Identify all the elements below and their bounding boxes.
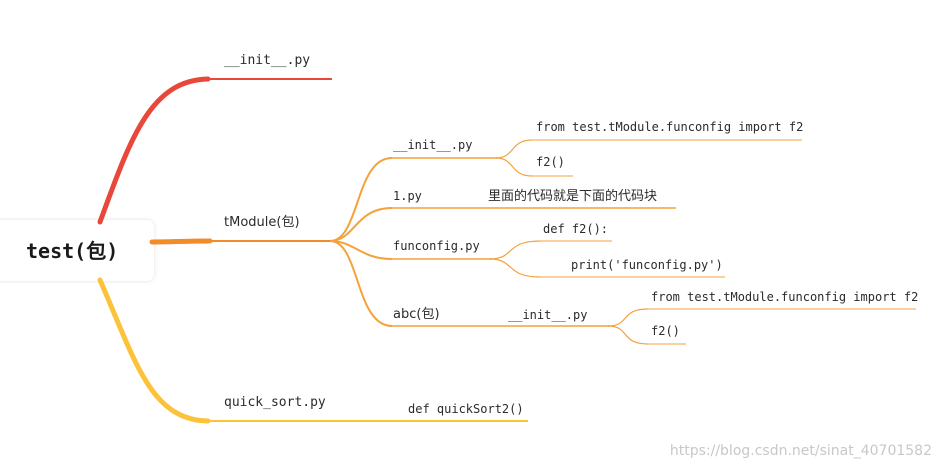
- leaf-connector-init-line2: [495, 157, 533, 177]
- leaf-label-quicksort[interactable]: def quickSort2(): [408, 402, 524, 416]
- leaf-connector-funconfig-line2: [489, 258, 541, 278]
- sub-connector-one: [329, 207, 393, 242]
- sub-label-one[interactable]: 1.py: [393, 189, 422, 203]
- leaf-label-funconfig-line1[interactable]: def f2():: [543, 222, 608, 236]
- leaf-connector-abc-line2: [607, 325, 649, 345]
- branch-label-quicksort[interactable]: quick_sort.py: [224, 395, 326, 410]
- sub-connector-init: [329, 157, 393, 242]
- branch-connector-tmodule: [149, 238, 213, 245]
- leaf-connector-init-line1: [495, 139, 533, 159]
- leaf-label-abc-line2[interactable]: f2(): [651, 324, 680, 338]
- leaf-label-init-line1[interactable]: from test.tModule.funconfig import f2: [536, 120, 803, 134]
- sub-note-one[interactable]: 里面的代码就是下面的代码块: [488, 188, 657, 204]
- sub-label-funconfig[interactable]: funconfig.py: [393, 239, 480, 253]
- leaf-label-abc-line1[interactable]: from test.tModule.funconfig import f2: [651, 290, 918, 304]
- branch-label-init[interactable]: __init__.py: [224, 53, 310, 68]
- branch-connector-quicksort: [97, 277, 211, 424]
- leaf-connector-abc-line1: [607, 308, 649, 327]
- sub-label-init[interactable]: __init__.py: [393, 138, 472, 152]
- watermark-text: https://blog.csdn.net/sinat_40701582: [670, 443, 932, 459]
- sub-connector-abc: [329, 240, 393, 327]
- branch-connector-init: [97, 76, 211, 225]
- leaf-connector-funconfig-line1: [489, 240, 541, 260]
- subsub-label-abc-init[interactable]: __init__.py: [508, 308, 587, 322]
- root-label[interactable]: test(包): [26, 239, 118, 263]
- leaf-label-init-line2[interactable]: f2(): [536, 155, 565, 169]
- leaf-label-funconfig-line2[interactable]: print('funconfig.py'): [571, 258, 723, 272]
- root-node-box[interactable]: [0, 220, 154, 281]
- sub-label-abc[interactable]: abc(包): [393, 307, 440, 322]
- branch-label-tmodule[interactable]: tModule(包): [224, 215, 300, 230]
